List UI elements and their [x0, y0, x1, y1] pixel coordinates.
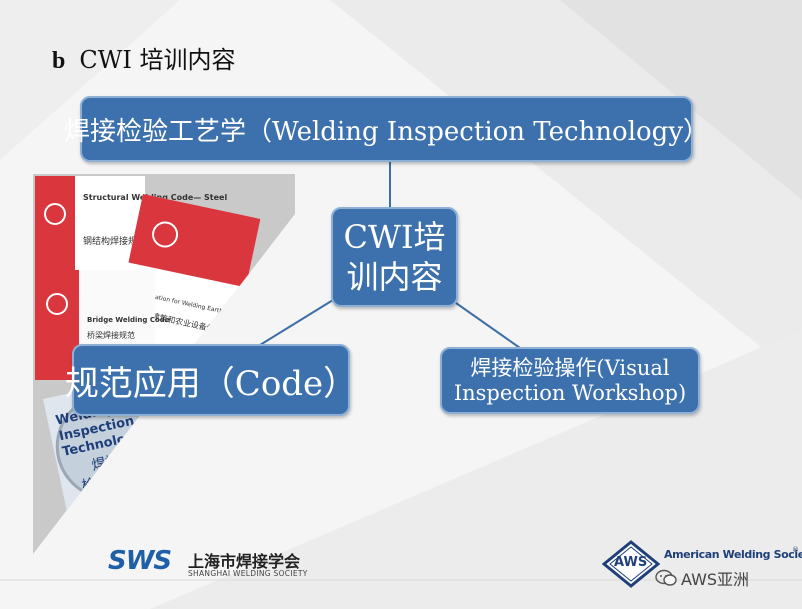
svg-text:Bridge Welding Code: Bridge Welding Code	[87, 316, 170, 324]
svg-text:桥梁焊接规范: 桥梁焊接规范	[87, 330, 135, 340]
sws-logo: SWS 上海市焊接学会 SHANGHAI WELDING SOCIETY	[108, 546, 328, 582]
wechat-watermark: AWS亚洲	[655, 566, 749, 590]
node-right-line1: 焊接检验操作(Visual	[470, 355, 670, 380]
sws-logo-mark: SWS	[108, 546, 172, 576]
node-left-label: 规范应用（Code）	[64, 363, 358, 404]
node-top-label: 焊接检验工艺学（Welding Inspection Technology）	[64, 116, 710, 147]
aws-reg-mark: ®	[792, 546, 799, 554]
aws-logo: AWS American Welding Society ®	[602, 540, 802, 590]
node-code-application: 规范应用（Code）	[65, 344, 357, 416]
aws-diamond-icon	[602, 540, 660, 588]
slide-heading: b CWI 培训内容	[52, 40, 236, 75]
book-bridge-title: Bridge Welding Code	[87, 316, 170, 324]
book-structural-cn: 钢结构焊接规范	[83, 235, 146, 247]
heading-letter: b	[52, 48, 66, 74]
node-right-line2: Inspection Workshop)	[453, 380, 687, 405]
node-visual-inspection-workshop: 焊接检验操作(Visual Inspection Workshop)	[440, 347, 700, 414]
node-welding-inspection-technology: 焊接检验工艺学（Welding Inspection Technology）	[64, 96, 709, 162]
aws-name: American Welding Society	[664, 548, 802, 561]
node-center-line1: CWI培	[343, 218, 446, 256]
sws-name-cn: 上海市焊接学会	[188, 552, 301, 571]
sws-name-en: SHANGHAI WELDING SOCIETY	[188, 569, 308, 578]
node-cwi-training-content: CWI培 训内容	[331, 207, 458, 307]
aws-logo-mark: AWS	[614, 555, 648, 570]
book-bridge-cn: 桥梁焊接规范	[87, 330, 135, 340]
node-center-line2: 训内容	[346, 258, 443, 296]
wechat-label: AWS亚洲	[681, 570, 750, 589]
svg-text:钢结构焊接规范: 钢结构焊接规范	[83, 235, 146, 247]
wechat-icon	[655, 569, 677, 586]
heading-text: CWI 培训内容	[79, 46, 236, 74]
